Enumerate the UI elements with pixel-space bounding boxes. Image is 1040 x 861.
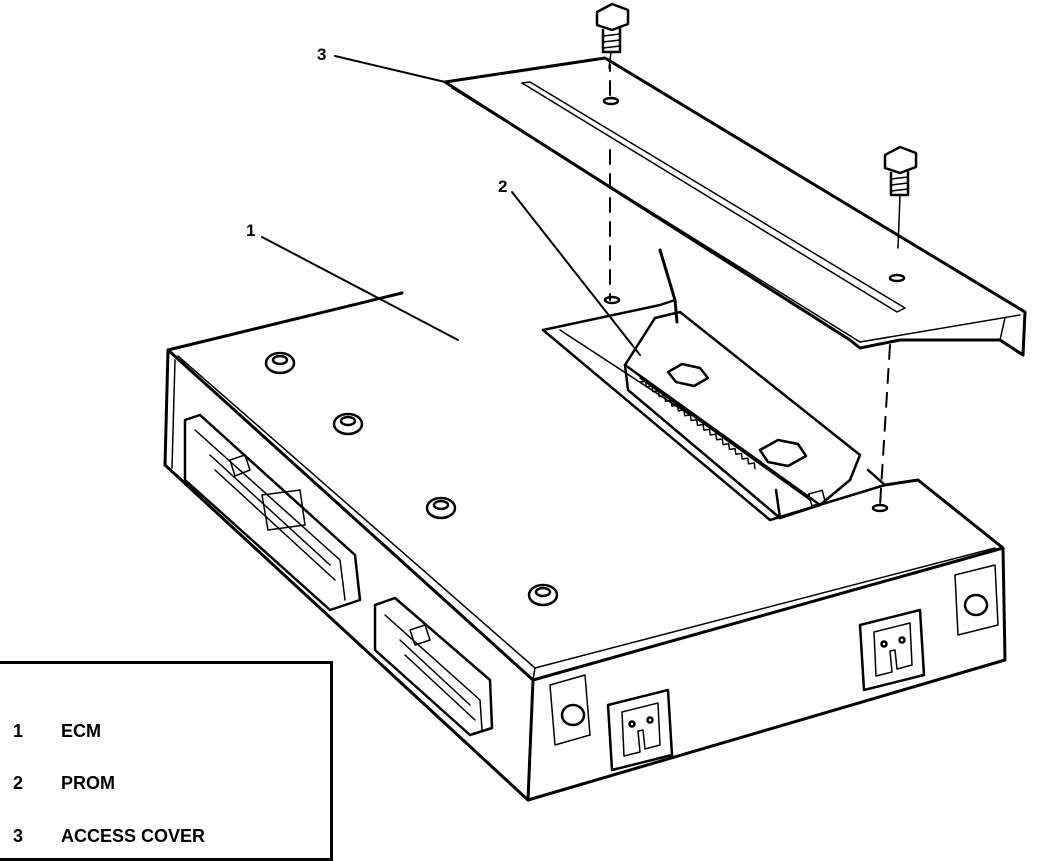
callout-1: 1	[246, 221, 255, 240]
legend-item-label: ECM	[61, 720, 101, 741]
nut	[264, 351, 296, 375]
legend-item-number: 3	[13, 825, 24, 846]
mount-bracket-left	[606, 688, 674, 772]
parts-legend: 1 ECM 2 PROM 3 ACCESS COVER	[0, 661, 333, 861]
nut	[527, 583, 559, 607]
alignment-lines	[609, 64, 891, 506]
callout-2: 2	[498, 177, 507, 196]
legend-item-number: 2	[13, 772, 24, 793]
legend-item: 2 PROM	[13, 772, 115, 794]
access-cover	[443, 56, 1027, 357]
nut	[332, 412, 364, 436]
mounting-hole	[603, 295, 621, 305]
bolt-right	[883, 145, 918, 249]
nut	[425, 496, 457, 520]
side-nut	[954, 564, 999, 636]
legend-item-label: ACCESS COVER	[61, 825, 206, 846]
legend-item: 3 ACCESS COVER	[13, 825, 205, 847]
side-nut	[549, 674, 591, 746]
mounting-hole	[871, 503, 889, 513]
legend-item-label: PROM	[61, 772, 115, 793]
ecm-housing	[163, 248, 1007, 802]
callout-3: 3	[317, 45, 326, 64]
callout-leaders	[261, 55, 641, 356]
prom-recess	[541, 298, 887, 522]
mount-bracket-right	[858, 608, 926, 692]
legend-item: 1 ECM	[13, 720, 101, 742]
prom-module	[623, 310, 862, 520]
connector-upper	[183, 413, 362, 612]
connector-lower	[373, 596, 494, 737]
bolt-left	[595, 2, 630, 69]
legend-item-number: 1	[13, 720, 24, 741]
